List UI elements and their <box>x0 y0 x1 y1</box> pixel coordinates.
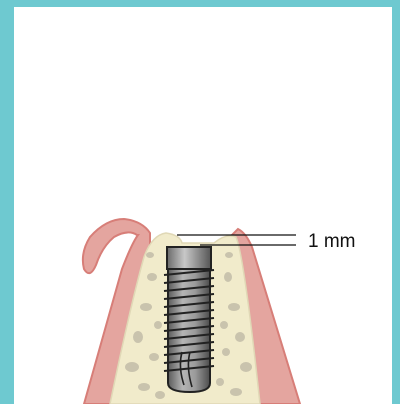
bone-pore <box>125 362 139 372</box>
bone-pore <box>240 362 252 372</box>
bone-pore <box>222 348 230 356</box>
bone-pore <box>154 321 162 329</box>
bone-pore <box>220 321 228 329</box>
bone-pore <box>216 378 224 386</box>
bone-pore <box>224 272 232 282</box>
bone-pore <box>147 273 157 281</box>
bone-pore <box>155 391 165 399</box>
bone-pore <box>149 353 159 361</box>
bone-pore <box>138 383 150 391</box>
bone-pore <box>133 331 143 343</box>
bone-pore <box>225 252 233 258</box>
bone-pore <box>140 303 152 311</box>
bone-pore <box>230 388 242 396</box>
bone-pore <box>146 252 154 258</box>
implant-illustration: 1 mm <box>14 7 392 404</box>
measurement-label: 1 mm <box>308 231 356 252</box>
bone-pore <box>228 303 240 311</box>
bone-pore <box>235 332 245 342</box>
illustration-panel: 1 mm <box>14 7 392 404</box>
dental-implant <box>164 247 214 392</box>
